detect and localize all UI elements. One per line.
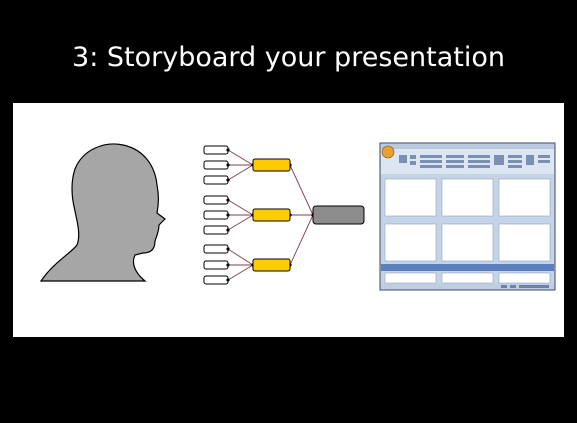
tree-connectors: [227, 149, 314, 281]
slide-thumbnails: [384, 178, 551, 262]
content-panel: [13, 103, 564, 337]
leaf-box: [203, 275, 229, 285]
powerpoint-slide-sorter-icon: [379, 142, 556, 291]
slide-title: 3: Storyboard your presentation: [72, 42, 505, 73]
leaf-box: [203, 195, 229, 205]
branch-box: [252, 208, 291, 222]
slide-thumbnail: [441, 223, 494, 262]
storyboard-diagram: [39, 142, 556, 291]
leaf-boxes: [203, 145, 229, 285]
slide-thumbnail: [384, 178, 437, 217]
branch-box: [252, 158, 291, 172]
leaf-box: [203, 225, 229, 235]
leaf-box: [203, 145, 229, 155]
slide-thumbnail: [498, 223, 551, 262]
leaf-box: [203, 260, 229, 270]
slide-thumbnail: [498, 178, 551, 217]
person-head-silhouette-icon: [39, 143, 166, 282]
root-box: [312, 205, 365, 225]
branch-boxes: [252, 158, 291, 272]
branch-box: [252, 258, 291, 272]
idea-tree-diagram-icon: [203, 145, 365, 285]
status-bar: [381, 284, 554, 289]
leaf-box: [203, 175, 229, 185]
sorter-band: [381, 264, 554, 271]
leaf-box: [203, 210, 229, 220]
leaf-box: [203, 160, 229, 170]
office-button-icon: [381, 145, 395, 159]
slide-thumbnail: [441, 178, 494, 217]
slide-thumbnail: [384, 223, 437, 262]
leaf-box: [203, 244, 229, 254]
ribbon-controls: [399, 155, 550, 168]
